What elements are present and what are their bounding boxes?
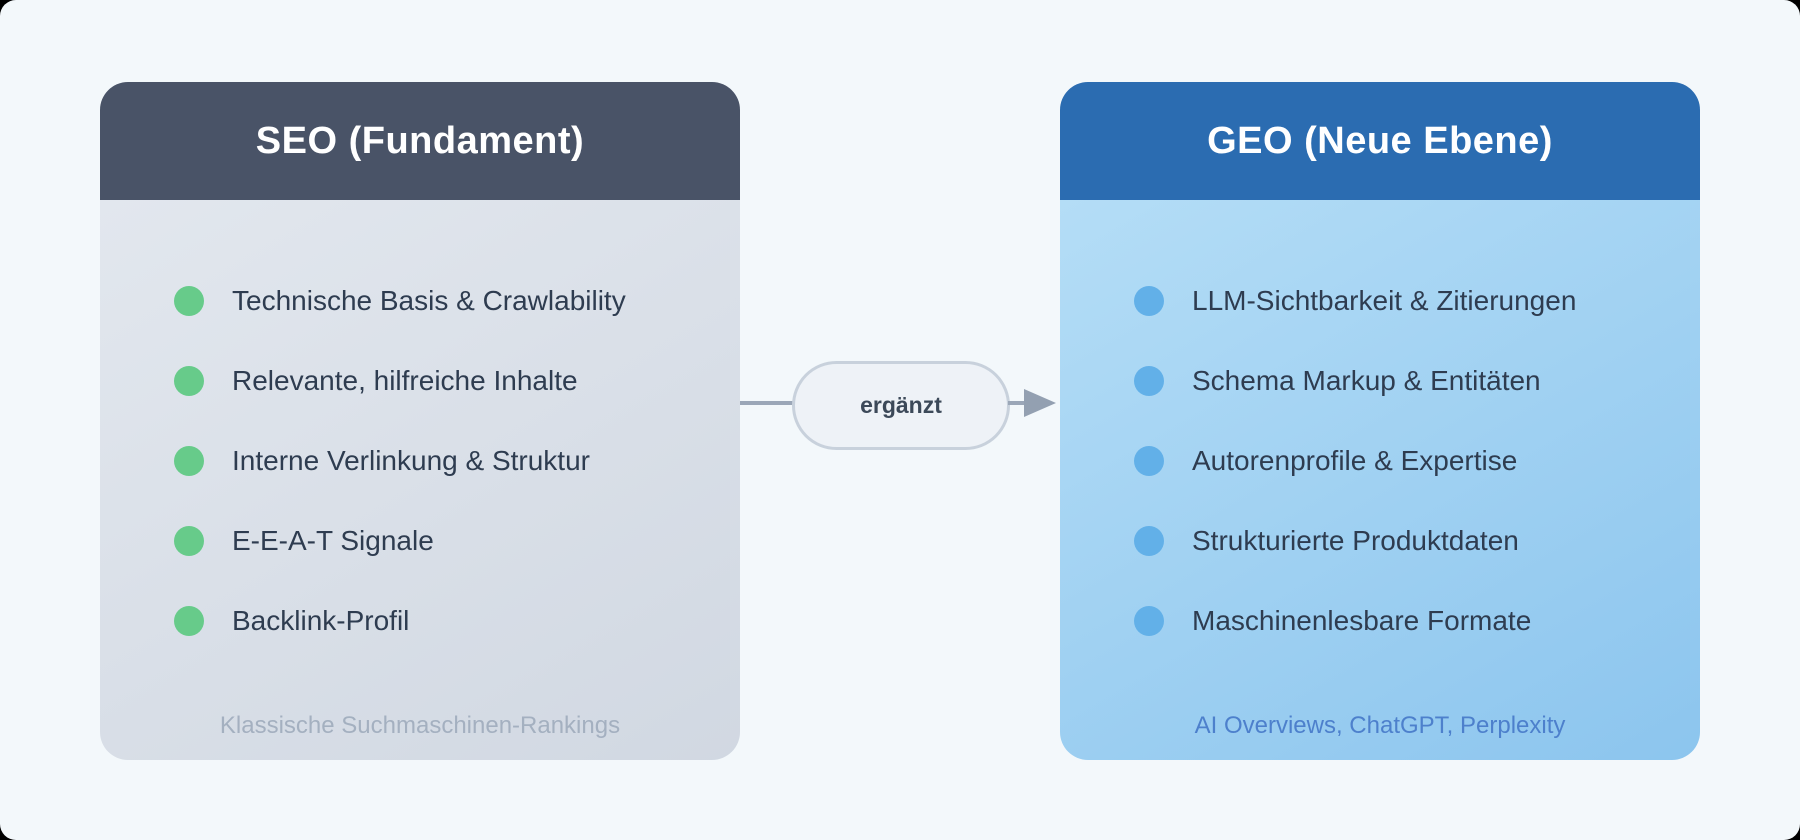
item-label: Backlink-Profil — [232, 605, 410, 636]
geo-card-title: GEO (Neue Ebene) — [1207, 119, 1553, 162]
geo-card-header: GEO (Neue Ebene) — [1060, 82, 1700, 200]
geo-card-footer: AI Overviews, ChatGPT, Perplexity — [1194, 712, 1566, 739]
geo-card: GEO (Neue Ebene) LLM-Sichtbarkeit & Ziti… — [1060, 82, 1700, 760]
green-bullet-icon — [174, 606, 204, 636]
list-item: Relevante, hilfreiche Inhalte — [174, 341, 720, 421]
seo-card: SEO (Fundament) Technische Basis & Crawl… — [100, 82, 740, 760]
blue-bullet-icon — [1134, 606, 1164, 636]
list-item: Strukturierte Produktdaten — [1134, 501, 1680, 581]
item-label: Maschinenlesbare Formate — [1192, 605, 1532, 636]
seo-card-footer: Klassische Suchmaschinen-Rankings — [219, 712, 621, 739]
blue-bullet-icon — [1134, 526, 1164, 556]
green-bullet-icon — [174, 526, 204, 556]
item-label: E-E-A-T Signale — [232, 525, 434, 556]
list-item: Schema Markup & Entitäten — [1134, 341, 1680, 421]
list-item: Autorenprofile & Expertise — [1134, 421, 1680, 501]
connector-label: ergänzt — [860, 392, 942, 418]
item-label: Technische Basis & Crawlability — [232, 285, 626, 316]
blue-bullet-icon — [1134, 446, 1164, 476]
arrowhead-icon — [1024, 389, 1056, 417]
list-item: Interne Verlinkung & Struktur — [174, 421, 720, 501]
list-item: LLM-Sichtbarkeit & Zitierungen — [1134, 261, 1680, 341]
connector-label-pill: ergänzt — [792, 361, 1010, 450]
item-label: Autorenprofile & Expertise — [1192, 445, 1518, 476]
item-label: Schema Markup & Entitäten — [1192, 365, 1541, 396]
list-item: Maschinenlesbare Formate — [1134, 581, 1680, 661]
seo-item-list: Technische Basis & Crawlability Relevant… — [100, 200, 740, 661]
connector-line-left — [740, 401, 795, 405]
seo-card-title: SEO (Fundament) — [255, 119, 585, 162]
geo-card-body: LLM-Sichtbarkeit & Zitierungen Schema Ma… — [1060, 200, 1700, 760]
green-bullet-icon — [174, 286, 204, 316]
list-item: E-E-A-T Signale — [174, 501, 720, 581]
green-bullet-icon — [174, 366, 204, 396]
blue-bullet-icon — [1134, 286, 1164, 316]
item-label: Relevante, hilfreiche Inhalte — [232, 365, 578, 396]
item-label: LLM-Sichtbarkeit & Zitierungen — [1192, 285, 1577, 316]
geo-item-list: LLM-Sichtbarkeit & Zitierungen Schema Ma… — [1060, 200, 1700, 661]
connector-line-right — [1008, 401, 1026, 405]
list-item: Backlink-Profil — [174, 581, 720, 661]
blue-bullet-icon — [1134, 366, 1164, 396]
list-item: Technische Basis & Crawlability — [174, 261, 720, 341]
green-bullet-icon — [174, 446, 204, 476]
seo-card-body: Technische Basis & Crawlability Relevant… — [100, 200, 740, 760]
item-label: Strukturierte Produktdaten — [1192, 525, 1519, 556]
seo-card-header: SEO (Fundament) — [100, 82, 740, 200]
item-label: Interne Verlinkung & Struktur — [232, 445, 590, 476]
